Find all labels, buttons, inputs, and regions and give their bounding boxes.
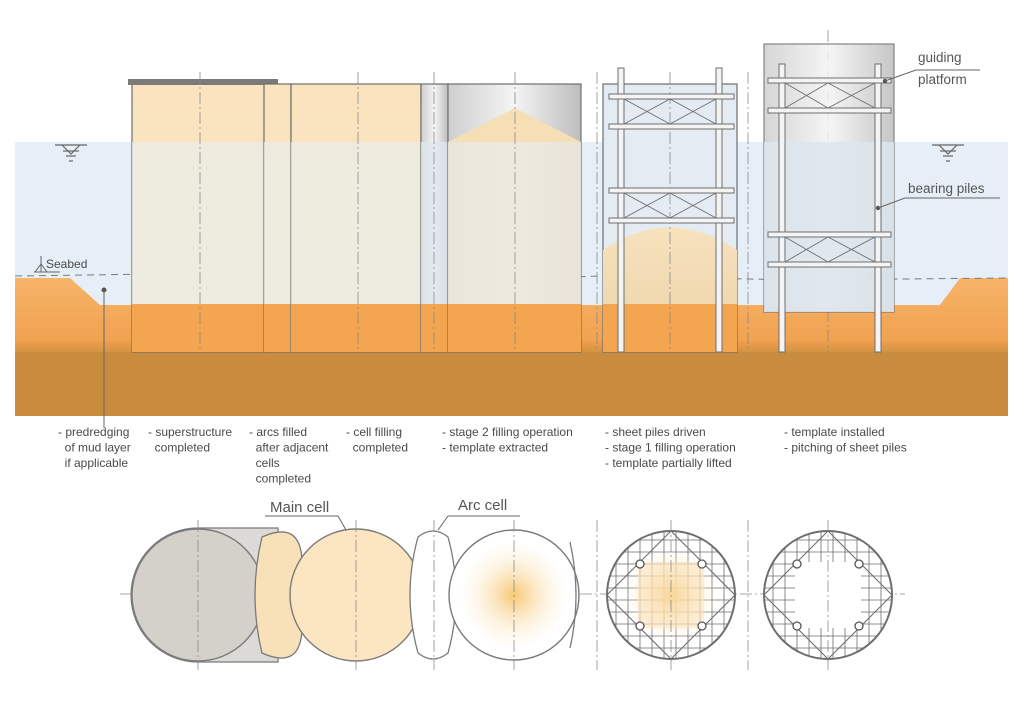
plan-cell-superstructure bbox=[130, 520, 279, 670]
plan-main-cell bbox=[289, 520, 423, 670]
stage-arcs-filled: - arcs filled after adjacent cells compl… bbox=[249, 425, 352, 486]
soil-deep-layer bbox=[15, 352, 1008, 416]
bearing-piles-annotation: bearing piles bbox=[875, 181, 1000, 211]
plan-cell-stage2 bbox=[448, 520, 580, 670]
plan-cell-template-lifted bbox=[606, 520, 736, 670]
stage-cell-filling: - cell filling completed bbox=[346, 425, 425, 455]
guiding-platform-label-1: guiding bbox=[918, 50, 962, 65]
stage-predredging: - predredging of mud layer if applicable bbox=[58, 425, 154, 470]
stage-captions: - predredging of mud layer if applicable… bbox=[58, 425, 923, 486]
predredging-leader bbox=[101, 287, 107, 428]
main-cell-label: Main cell bbox=[270, 499, 329, 516]
guiding-platform-label-2: platform bbox=[918, 72, 967, 87]
main-cell-callout: Main cell bbox=[265, 499, 347, 531]
arc-cell-empty bbox=[420, 72, 449, 353]
plan-cell-template-installed bbox=[763, 520, 893, 670]
arc-cell-callout: Arc cell bbox=[437, 497, 520, 531]
stage-sheet-piles-driven: - sheet piles driven - stage 1 filling o… bbox=[605, 425, 759, 470]
cell-filling-completed bbox=[290, 72, 422, 353]
stage-template-installed: - template installed - pitching of sheet… bbox=[784, 425, 923, 455]
template-installed bbox=[763, 30, 895, 353]
cell-sheet-piles-driven bbox=[596, 67, 749, 353]
cell-stage2-filling bbox=[447, 72, 582, 353]
arc-cell-label: Arc cell bbox=[458, 497, 507, 514]
bearing-piles-label: bearing piles bbox=[908, 181, 985, 196]
arc-cell-filled bbox=[263, 83, 292, 353]
plan-arc-filled bbox=[254, 531, 303, 659]
seabed-label: Seabed bbox=[46, 257, 87, 271]
plan-arc-cell bbox=[409, 520, 457, 670]
cell-superstructure-completed bbox=[128, 72, 278, 353]
water-level-marker-right bbox=[932, 144, 964, 162]
stage-stage2-filling: - stage 2 filling operation - template e… bbox=[442, 425, 596, 455]
water-level-marker-left bbox=[55, 144, 87, 162]
guiding-platform-annotation: guiding platform bbox=[882, 50, 980, 87]
seabed-marker: Seabed bbox=[34, 256, 87, 273]
stage-superstructure: - superstructure completed bbox=[148, 425, 255, 455]
